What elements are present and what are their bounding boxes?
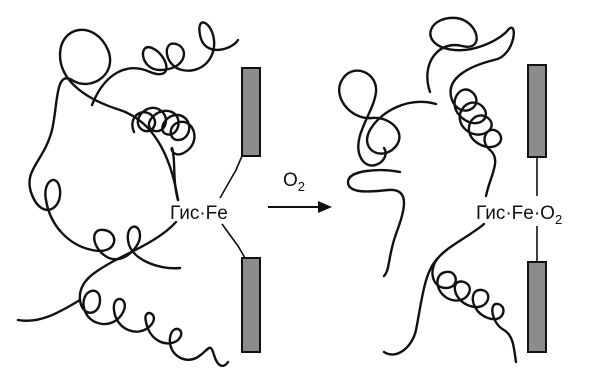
right-upper-heme-plate xyxy=(528,65,546,157)
left-upper-heme-plate xyxy=(242,68,260,156)
left-fe-upper-bond xyxy=(220,156,242,198)
right-lower-heme-plate xyxy=(528,262,546,352)
right-protein-chain-crescent xyxy=(348,170,404,276)
oxygen-reagent-label: O2 xyxy=(283,170,305,194)
left-protein-chain-lower-coil xyxy=(80,222,228,366)
left-fe-lower-bond xyxy=(222,224,245,258)
right-his-fe-o2-label: Гис·Fe·O2 xyxy=(476,203,562,227)
reaction-arrow-group: O2 xyxy=(268,170,332,213)
left-lower-heme-plate xyxy=(242,258,260,352)
left-protein-chain-outer-loop xyxy=(29,30,180,268)
right-protein-chain-lower-coil xyxy=(432,224,516,362)
right-protein-chain-outer-loop xyxy=(339,71,436,166)
right-complex: Гис·Fe·O2 xyxy=(339,18,562,362)
reaction-arrowhead-icon xyxy=(318,201,332,213)
right-protein-chain-tail xyxy=(384,258,438,355)
left-complex: Гис·Fe xyxy=(18,22,260,365)
right-protein-chain-upper-loop xyxy=(427,18,513,92)
left-protein-chain-upper-coil xyxy=(92,22,238,105)
right-protein-chain-helix xyxy=(451,60,502,196)
left-his-fe-label: Гис·Fe xyxy=(170,203,228,224)
left-protein-chain-tail xyxy=(18,300,80,321)
